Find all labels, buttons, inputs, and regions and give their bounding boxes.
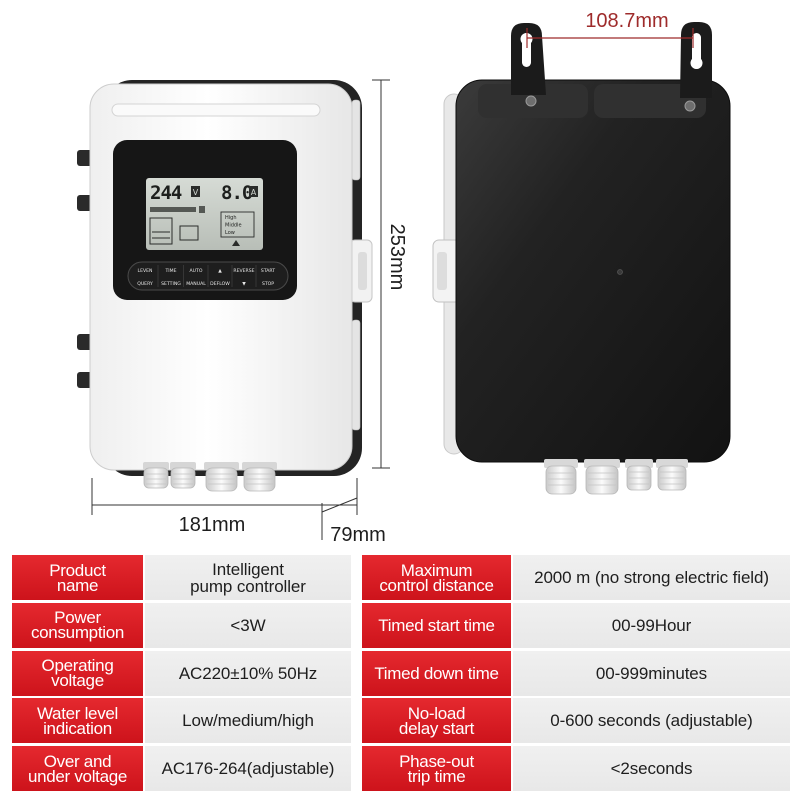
lcd-current-value: 8.0	[221, 182, 253, 204]
spec-value-over-under-voltage: AC176-264(adjustable)	[145, 746, 351, 791]
back-cover	[455, 79, 731, 463]
table-row: Power consumption <3W Timed start time 0…	[12, 602, 790, 648]
dimension-height: 253mm	[372, 79, 408, 469]
button-manual-label: MANUAL	[186, 281, 206, 287]
spec-label-max-control-distance: Maximum control distance	[362, 555, 511, 600]
lcd-tank-icon	[149, 217, 173, 245]
cable-gland	[143, 462, 169, 489]
control-button-panel: LEVEN QUERY TIME SETTING AUTO MANUAL ▲ D…	[127, 261, 289, 291]
table-row: Operating voltage AC220±10% 50Hz Timed d…	[12, 650, 790, 696]
spec-value-water-level: Low/medium/high	[145, 698, 351, 744]
cable-gland	[656, 459, 688, 491]
lcd-voltage-unit: V	[193, 188, 199, 197]
button-stop-label: STOP	[262, 281, 274, 287]
indicator-dot	[617, 269, 623, 275]
table-row: Product name Intelligent pump controller…	[12, 555, 790, 600]
top-pocket-right	[594, 84, 706, 118]
button-query-label: QUERY	[137, 281, 153, 287]
lcd-level-high: High	[225, 215, 237, 221]
button-reverse-label: REVERSE	[233, 268, 254, 274]
lcd-screen: 244 V 8.0 A High Middle Low	[146, 178, 263, 250]
screw-icon	[525, 95, 537, 107]
spec-value-power-consumption: <3W	[145, 602, 351, 648]
button-time-label: TIME	[164, 268, 176, 274]
spec-value-phase-out-trip: <2seconds	[513, 746, 790, 791]
dimension-depth: 79mm	[321, 497, 386, 546]
spec-value-max-control-distance: 2000 m (no strong electric field)	[513, 555, 790, 600]
cable-gland	[242, 462, 277, 492]
dimension-width-label: 181mm	[179, 514, 246, 536]
cable-gland	[204, 462, 239, 492]
cable-gland	[625, 459, 653, 491]
spec-label-over-under-voltage: Over and under voltage	[12, 746, 143, 791]
lcd-level-box	[220, 211, 255, 238]
spec-label-water-level: Water level indication	[12, 698, 143, 744]
product-scene: 244 V 8.0 A High Middle Low	[77, 10, 731, 546]
dimension-mount-spacing-label: 108.7mm	[585, 10, 668, 32]
spec-label-operating-voltage: Operating voltage	[12, 650, 143, 696]
dimension-width: 181mm	[91, 478, 358, 536]
cable-gland	[584, 459, 620, 495]
bracket-slot	[358, 252, 367, 290]
spec-table: Product name Intelligent pump controller…	[12, 555, 790, 794]
controller-front-view: 244 V 8.0 A High Middle Low	[77, 80, 373, 492]
cable-gland	[170, 462, 196, 489]
mounting-tab-right	[680, 22, 712, 98]
lcd-level-low: Low	[225, 230, 235, 236]
top-groove	[111, 103, 321, 117]
button-start-label: START	[261, 268, 275, 274]
spec-label-timed-down-time: Timed down time	[362, 650, 511, 696]
button-deflow-label: DEFLOW	[210, 281, 230, 287]
lcd-current-unit-box	[249, 186, 258, 197]
spec-label-no-load-delay: No-load delay start	[362, 698, 511, 744]
lcd-status-bar	[150, 207, 196, 212]
button-leven-label: LEVEN	[138, 268, 153, 274]
left-latches	[77, 150, 93, 388]
spec-value-timed-start-time: 00-99Hour	[513, 602, 790, 648]
spec-value-product-name: Intelligent pump controller	[145, 555, 351, 600]
spec-label-power-consumption: Power consumption	[12, 602, 143, 648]
dimension-depth-label: 79mm	[330, 524, 386, 546]
lcd-status-indicator	[199, 206, 205, 213]
spec-value-operating-voltage: AC220±10% 50Hz	[145, 650, 351, 696]
lcd-voltage-unit-box	[191, 186, 200, 197]
screw-icon	[684, 100, 696, 112]
bracket-slot	[437, 252, 447, 290]
button-auto-label: AUTO	[190, 268, 203, 274]
spec-label-phase-out-trip: Phase-out trip time	[362, 746, 511, 791]
button-down-icon: ▼	[242, 282, 246, 287]
dimension-height-label: 253mm	[386, 224, 408, 291]
button-setting-label: SETTING	[161, 281, 181, 287]
lcd-pump-icon	[179, 225, 199, 241]
spec-value-no-load-delay: 0-600 seconds (adjustable)	[513, 698, 790, 744]
spec-value-timed-down-time: 00-999minutes	[513, 650, 790, 696]
controller-back-view	[432, 22, 731, 495]
lcd-voltage-value: 244	[150, 182, 182, 204]
lcd-current-unit: A	[251, 188, 257, 197]
lcd-pump-arrow-icon	[232, 240, 240, 246]
spec-label-product-name: Product name	[12, 555, 143, 600]
mounting-tab-left	[511, 23, 546, 95]
table-row: Over and under voltage AC176-264(adjusta…	[12, 746, 790, 791]
spec-label-timed-start-time: Timed start time	[362, 602, 511, 648]
cable-gland	[544, 459, 578, 495]
button-up-icon: ▲	[218, 269, 222, 274]
lcd-level-middle: Middle	[225, 223, 242, 229]
table-row: Water level indication Low/medium/high N…	[12, 698, 790, 744]
dimension-mount-spacing: 108.7mm	[526, 10, 694, 48]
right-side-clips	[351, 99, 361, 431]
